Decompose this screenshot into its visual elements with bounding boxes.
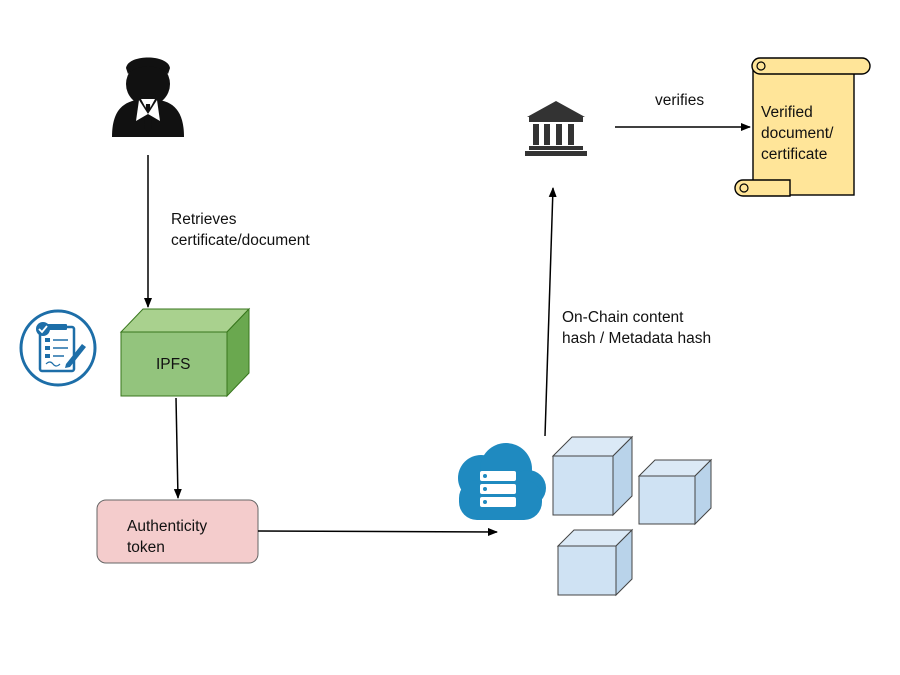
verifies-label: verifies: [655, 90, 704, 111]
authenticity-token-label: Authenticity token: [127, 516, 207, 558]
onchain-label-line1: On-Chain content: [562, 309, 684, 326]
ipfs-label: IPFS: [156, 354, 190, 375]
verified-label-line3: certificate: [761, 146, 828, 163]
arrow-ipfs-to-token: [173, 397, 182, 499]
onchain-hash-label: On-Chain content hash / Metadata hash: [562, 307, 711, 349]
arrow-chain-to-institution: [544, 187, 557, 437]
user-icon: [112, 57, 184, 137]
institution-icon: [525, 101, 587, 156]
scroll-icon: [734, 57, 871, 197]
blockchain-cube: [551, 435, 634, 517]
document-checklist-icon: [19, 309, 97, 387]
verified-document-label: Verified document/ certificate: [761, 102, 833, 165]
blockchain-cube: [556, 528, 634, 597]
verified-label-line2: document/: [761, 125, 834, 142]
ipfs-box: [119, 307, 251, 398]
verifies-label-text: verifies: [655, 92, 705, 109]
token-label-line2: token: [127, 539, 165, 556]
token-label-line1: Authenticity: [127, 518, 208, 535]
ipfs-label-text: IPFS: [156, 356, 191, 373]
onchain-label-line2: hash / Metadata hash: [562, 330, 712, 347]
verified-label-line1: Verified: [761, 104, 813, 121]
retrieves-label: Retrieves certificate/document: [171, 209, 310, 251]
blockchain-cube: [637, 458, 713, 526]
cloud-server-icon: [458, 443, 546, 520]
arrow-token-to-cloud: [257, 527, 498, 536]
retrieves-label-line1: Retrieves: [171, 211, 237, 228]
retrieves-label-line2: certificate/document: [171, 232, 310, 249]
